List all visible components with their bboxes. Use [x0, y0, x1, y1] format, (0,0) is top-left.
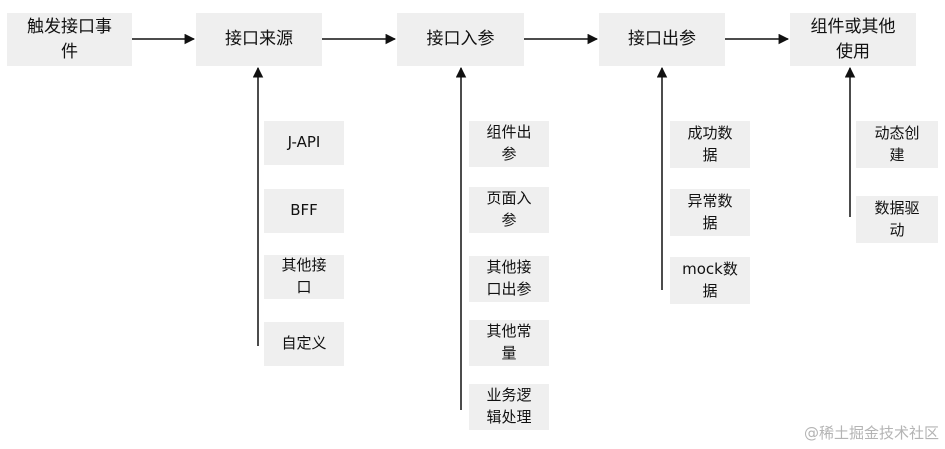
source-item-other-api: 其他接 口: [264, 255, 344, 299]
flow-node-usage: 组件或其他 使用: [790, 13, 916, 66]
usage-item-data-driven: 数据驱 动: [856, 196, 938, 243]
output-item-mock-data: mock数 据: [670, 257, 750, 304]
source-item-japi: J-API: [264, 121, 344, 165]
source-item-bff: BFF: [264, 189, 344, 233]
input-item-page-input: 页面入 参: [469, 187, 549, 233]
usage-item-dynamic-create: 动态创 建: [856, 121, 938, 168]
flow-node-input: 接口入参: [397, 13, 524, 66]
output-item-error-data: 异常数 据: [670, 189, 750, 236]
source-item-custom: 自定义: [264, 322, 344, 366]
flow-node-source: 接口来源: [196, 13, 322, 66]
input-item-business-logic: 业务逻 辑处理: [469, 384, 549, 430]
output-item-success-data: 成功数 据: [670, 121, 750, 168]
input-item-component-output: 组件出 参: [469, 121, 549, 167]
flow-node-output: 接口出参: [599, 13, 725, 66]
input-item-other-api-output: 其他接 口出参: [469, 256, 549, 302]
watermark-text: @稀土掘金技术社区: [803, 424, 939, 442]
input-item-other-constant: 其他常 量: [469, 320, 549, 366]
flow-node-trigger: 触发接口事 件: [7, 13, 132, 66]
